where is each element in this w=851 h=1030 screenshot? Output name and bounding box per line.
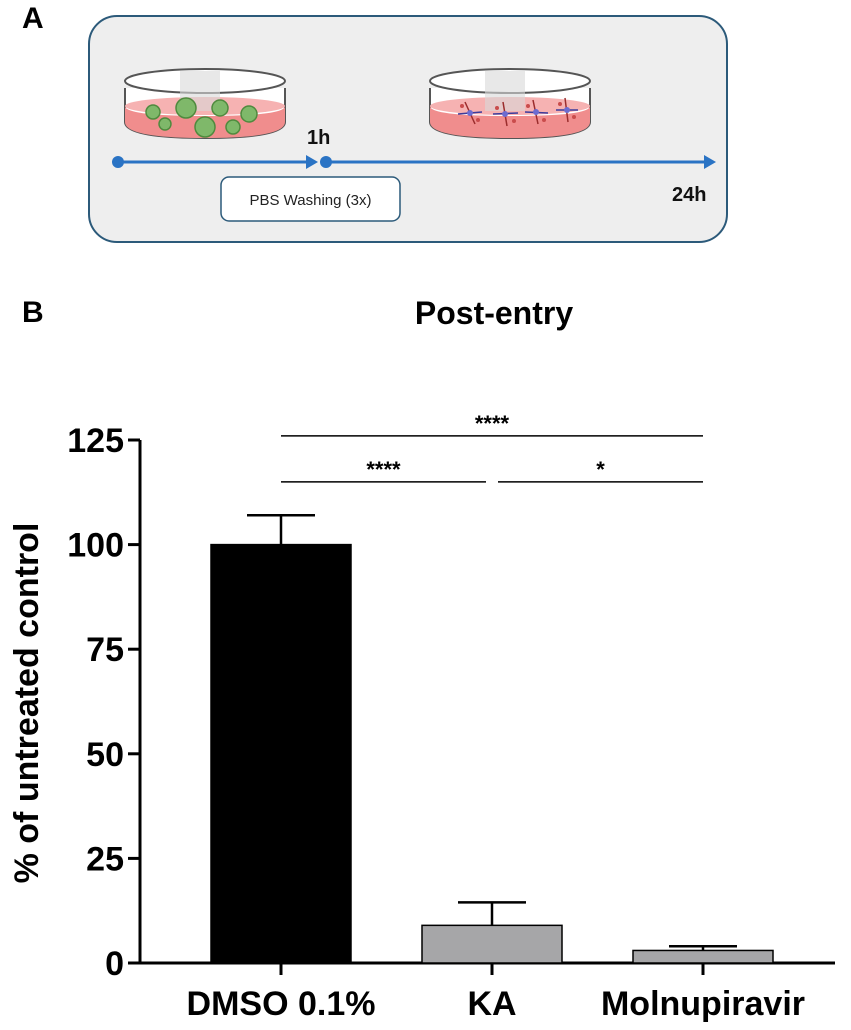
significance-label: **** bbox=[366, 457, 401, 482]
y-axis-label: % of untreated control bbox=[8, 523, 46, 884]
petri-dish-virus bbox=[124, 68, 286, 140]
petri-dish-compound bbox=[429, 68, 591, 140]
y-tick-label: 125 bbox=[67, 422, 124, 460]
y-tick-label: 25 bbox=[86, 840, 124, 878]
x-tick-label: KA bbox=[467, 985, 516, 1023]
y-tick-label: 100 bbox=[67, 527, 124, 565]
timeline-arrow bbox=[112, 155, 716, 169]
x-tick-label: Molnupiravir bbox=[601, 985, 805, 1023]
y-tick-label: 50 bbox=[86, 736, 124, 774]
y-tick-label: 75 bbox=[86, 631, 124, 669]
panel-a-letter: A bbox=[22, 2, 44, 35]
bar bbox=[210, 543, 352, 964]
wash-label: PBS Washing (3x) bbox=[250, 192, 372, 209]
timeline-schematic: 1h 24h PBS Washing (3x) bbox=[88, 15, 728, 243]
significance-label: * bbox=[596, 457, 605, 482]
bar bbox=[632, 949, 774, 964]
x-tick-label: DMSO 0.1% bbox=[187, 985, 376, 1023]
panel-b-letter: B bbox=[22, 296, 44, 329]
bar bbox=[421, 924, 563, 964]
chart-title: Post-entry bbox=[415, 295, 573, 331]
y-tick-label: 0 bbox=[105, 945, 124, 983]
time-label-24h: 24h bbox=[672, 184, 706, 206]
virus-particles-icon bbox=[145, 97, 258, 138]
significance-label: **** bbox=[475, 411, 510, 436]
compound-molecules-icon bbox=[457, 97, 578, 127]
time-label-1h: 1h bbox=[307, 127, 330, 149]
wash-box bbox=[220, 176, 401, 222]
